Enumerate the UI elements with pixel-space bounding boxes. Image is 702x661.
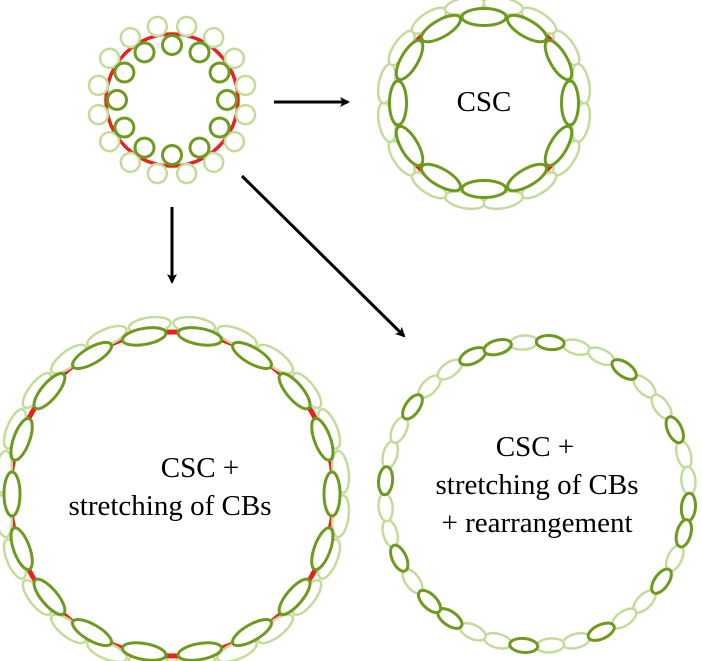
inner-bead (113, 116, 136, 139)
inner-bead (2, 470, 22, 518)
inner-bead (231, 618, 273, 648)
inner-bead (419, 162, 463, 193)
inner-bead (9, 416, 34, 462)
dark-bead (416, 588, 443, 615)
label-rearrangement-line2: stretching of CBs (436, 469, 639, 501)
dark-bead (610, 358, 638, 381)
outer-bead (223, 47, 246, 70)
inner-bead (231, 340, 273, 370)
inner-bead (216, 89, 238, 111)
light-bead (561, 631, 592, 650)
ring-initial (87, 15, 257, 185)
inner-bead (133, 136, 156, 159)
inner-bead (277, 577, 312, 616)
dark-bead (650, 567, 673, 595)
light-bead (381, 439, 400, 470)
inner-bead (161, 144, 183, 166)
outer-bead (119, 151, 142, 174)
inner-bead (388, 79, 408, 127)
light-bead (680, 465, 697, 496)
inner-bead (460, 179, 508, 199)
label-csc: CSC (457, 86, 512, 118)
dark-bead (679, 491, 697, 523)
light-bead (561, 338, 592, 357)
inner-bead (505, 13, 549, 44)
outer-bead (234, 74, 257, 97)
inner-bead (121, 326, 168, 347)
inner-bead (208, 116, 231, 139)
inner-bead (505, 162, 549, 193)
dark-bead (389, 543, 410, 573)
ring-csc-stretching (0, 315, 351, 661)
dark-bead (508, 636, 540, 654)
dark-bead (586, 621, 616, 642)
light-bead (377, 492, 394, 523)
light-bead (674, 439, 693, 470)
outer-bead (223, 130, 246, 153)
dark-bead (482, 338, 513, 357)
outer-bead (175, 15, 198, 38)
inner-bead (310, 416, 335, 462)
inner-bead (543, 38, 574, 82)
inner-bead (133, 41, 156, 64)
ring-csc (376, 0, 592, 211)
inner-bead (188, 136, 211, 159)
inner-bead (113, 61, 136, 84)
inner-bead (419, 13, 463, 44)
inner-bead (106, 89, 128, 111)
light-bead (535, 637, 566, 654)
inner-bead (188, 41, 211, 64)
inner-bead (277, 372, 312, 411)
outer-bead (119, 26, 142, 49)
outer-bead (146, 162, 169, 185)
outer-bead (87, 74, 110, 97)
inner-bead (121, 641, 168, 661)
inner-bead (176, 326, 223, 347)
dark-bead (534, 334, 566, 352)
arrows (167, 97, 406, 338)
ring-csc-stretching-rearrangement (377, 334, 697, 654)
inner-bead (71, 618, 113, 648)
inner-bead (322, 470, 342, 518)
inner-bead (32, 372, 67, 411)
inner-bead (394, 38, 425, 82)
label-rearrangement-line3: + rearrangement (441, 507, 632, 539)
outer-bead (98, 47, 121, 70)
dark-bead (377, 465, 395, 497)
outer-bead (234, 103, 257, 126)
inner-bead (560, 79, 580, 127)
label-csc-stretching-line2: stretching of CBs (69, 490, 272, 522)
light-bead (381, 518, 400, 549)
inner-bead (460, 7, 508, 27)
outer-bead (175, 162, 198, 185)
dark-bead (674, 518, 693, 549)
dark-bead (664, 415, 685, 445)
light-bead (482, 631, 513, 650)
inner-bead (9, 526, 34, 572)
inner-bead (32, 577, 67, 616)
arrow-to-bottom-right (240, 174, 406, 338)
inner-bead (71, 340, 113, 370)
label-rearrangement-line1: CSC + (496, 431, 574, 463)
outer-bead (98, 130, 121, 153)
dark-bead (401, 393, 424, 421)
outer-bead (202, 26, 225, 49)
inner-bead (208, 61, 231, 84)
inner-bead (543, 124, 574, 168)
label-csc-stretching-line1: CSC + (161, 452, 239, 484)
outer-bead (87, 103, 110, 126)
inner-bead (176, 641, 223, 661)
inner-bead (394, 124, 425, 168)
outer-bead (202, 151, 225, 174)
light-bead (508, 334, 539, 351)
outer-bead (146, 15, 169, 38)
inner-bead (310, 526, 335, 572)
inner-bead (161, 34, 183, 56)
